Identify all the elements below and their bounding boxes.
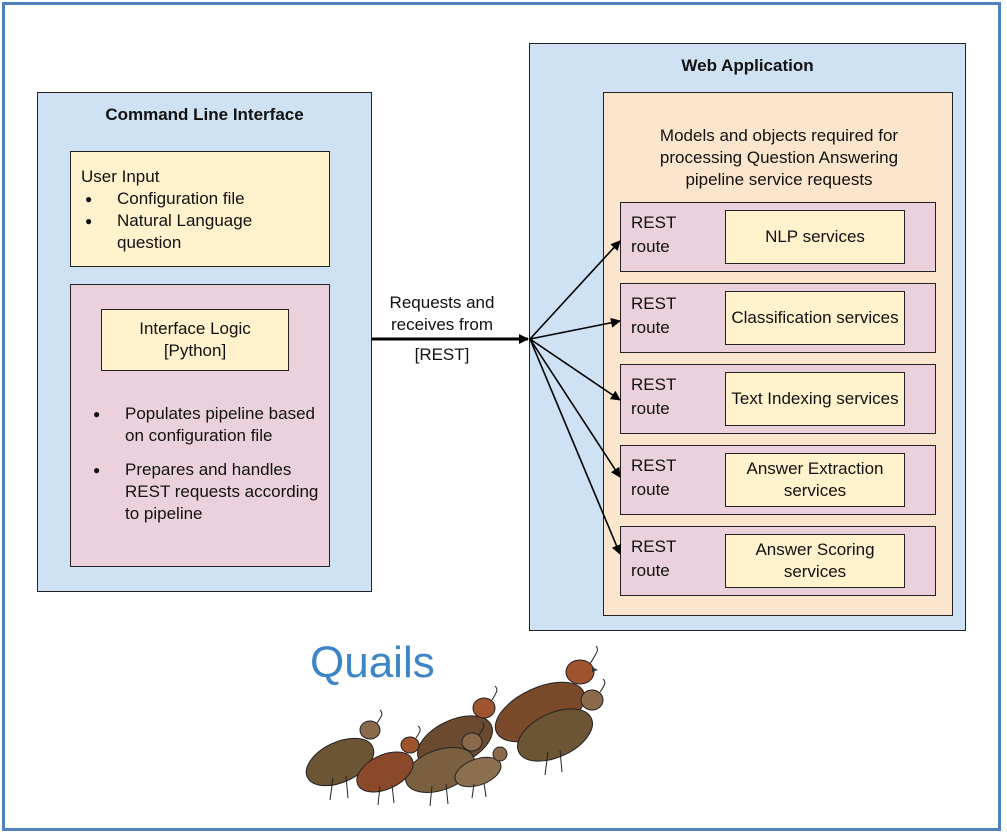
service-label: NLP services [765,227,865,246]
models-description: Models and objects required for processi… [659,126,899,189]
interface-logic-list: Populates pipeline based on configuratio… [79,403,319,525]
connector-label: Requests and receives from [389,293,495,334]
quails-title: Quails [310,638,435,687]
cli-panel: Command Line Interface User Input Config… [37,92,372,592]
quail-left [305,709,383,801]
interface-logic-panel: Interface Logic [Python] Populates pipel… [70,284,330,567]
user-input-box: User Input Configuration file Natural La… [70,151,330,267]
connector-protocol: [REST] [414,345,470,364]
interface-logic-label: Interface Logic [Python] [139,319,251,360]
route-arrow [529,317,621,340]
route-label: REST route [631,375,677,418]
user-input-item: Natural Language question [71,210,311,254]
logic-item: Populates pipeline based on configuratio… [79,403,319,447]
quail-left-front [356,725,421,806]
route-label: REST route [631,456,677,499]
route-row: REST route Classification services [620,283,936,353]
service-label: Answer Scoring services [755,540,875,581]
quail-right [517,678,606,776]
service-box: NLP services [725,210,905,264]
route-row: REST route NLP services [620,202,936,272]
service-label: Answer Extraction services [746,459,884,500]
cli-title: Command Line Interface [105,105,304,124]
route-arrow [529,338,621,401]
route-row: REST route Answer Extraction services [620,445,936,515]
service-box: Answer Extraction services [725,453,905,507]
service-box: Answer Scoring services [725,534,905,588]
user-input-list: Configuration file Natural Language ques… [71,188,311,254]
interface-logic-box: Interface Logic [Python] [101,309,289,371]
webapp-title: Web Application [681,56,814,75]
service-box: Classification services [725,291,905,345]
route-arrow [529,240,621,340]
service-label: Text Indexing services [731,389,899,408]
user-input-heading: User Input [81,167,160,186]
service-label: Classification services [731,308,899,327]
models-panel: Models and objects required for processi… [603,92,953,616]
route-label: REST route [631,294,677,337]
logic-item: Prepares and handles REST requests accor… [79,459,319,525]
route-label: REST route [631,537,677,580]
route-row: REST route Text Indexing services [620,364,936,434]
route-label: REST route [631,213,677,256]
service-box: Text Indexing services [725,372,905,426]
user-input-item: Configuration file [71,188,311,210]
route-arrow [529,338,622,555]
route-row: REST route Answer Scoring services [620,526,936,596]
quail-chick [454,746,508,799]
route-arrow [529,338,621,478]
webapp-panel: Web Application Models and objects requi… [529,43,966,631]
